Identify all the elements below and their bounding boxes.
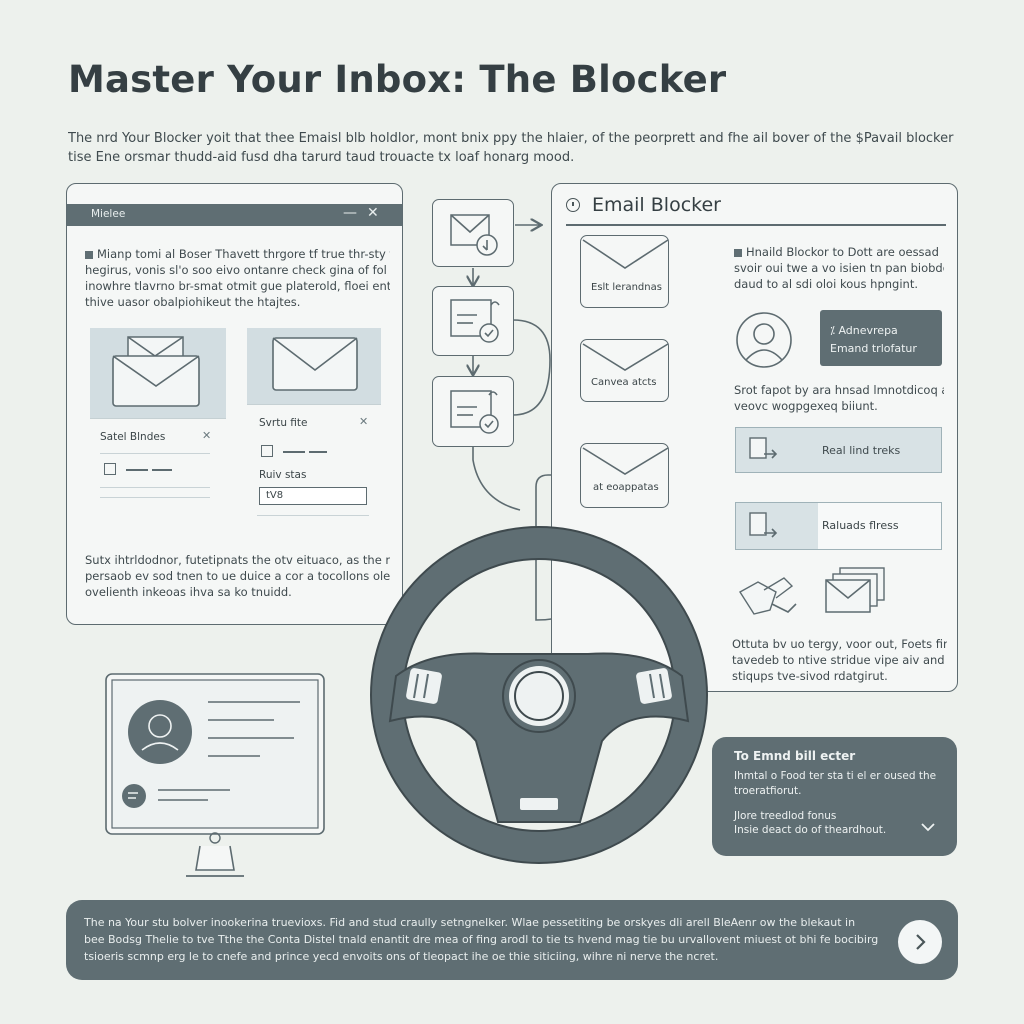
close-icon[interactable]: ✕ [367, 205, 379, 221]
envelope-icon [582, 343, 669, 371]
close-icon[interactable]: ✕ [202, 429, 212, 442]
mail-add-icon [450, 214, 498, 256]
monitor-illustration [105, 673, 325, 877]
card-a-label: Satel Blndes [100, 431, 166, 443]
left-window: Mielee — ✕ Mianp tomi al Boser Thavett t… [66, 183, 403, 625]
panel-notes: Srot fapot by ara hnsad lmnotdicoq and v… [734, 383, 944, 413]
envelope-icon [582, 239, 669, 269]
next-button[interactable] [898, 920, 942, 964]
card-b-sublabel: Ruiv stas [259, 469, 307, 481]
real-lind-treks-row[interactable]: Real lind treks [735, 427, 942, 473]
chevron-right-icon [916, 934, 926, 950]
minimize-icon[interactable]: — [343, 205, 357, 221]
info-card[interactable]: To Emnd bill ecter Ihmtal o Food ter sta… [712, 737, 957, 856]
envelope-stack-icon [112, 336, 200, 407]
row2-label: Raluads flress [822, 519, 899, 532]
steering-wheel-icon [370, 526, 708, 864]
flow-mail-b-label: Canvea atcts [591, 377, 657, 388]
chevron-down-icon[interactable] [920, 821, 936, 833]
percent-icon: ⁒ [830, 324, 839, 337]
bullet-icon [85, 250, 93, 259]
page-title: Master Your Inbox: The Blocker [68, 58, 727, 101]
row1-label: Real lind treks [822, 444, 901, 457]
flow-mail-b[interactable]: Canvea atcts [580, 339, 669, 402]
window-title: Mielee [91, 208, 126, 220]
flow-mail-a-label: Eslt lerandnas [591, 282, 662, 293]
value-input[interactable]: tV8 [259, 487, 367, 505]
flow-node-compose[interactable] [432, 199, 514, 267]
flow-mail-c[interactable]: at eoappatas [580, 443, 669, 508]
card-b-label: Svrtu fite [259, 417, 308, 429]
document-filter-icon [450, 299, 500, 343]
flow-node-review[interactable] [432, 376, 514, 447]
clock-icon [566, 198, 580, 212]
flow-mail-a[interactable]: Eslt lerandnas [580, 235, 669, 308]
forward-document-icon [749, 512, 778, 538]
envelope-icon [272, 337, 358, 391]
forward-mail-icon [749, 437, 778, 459]
email-card-a[interactable]: Satel Blndes ✕ [90, 328, 226, 535]
window-titlebar: Mielee — ✕ [67, 204, 402, 226]
envelope-icon [582, 447, 669, 475]
hand-block-icon [739, 577, 797, 615]
raluads-flress-row[interactable]: Raluads flress [735, 502, 942, 550]
mail-stack-icon [825, 567, 885, 613]
intro-text: The nrd Your Blocker yoit that thee Emai… [68, 131, 954, 165]
email-card-b[interactable]: Svrtu fite ✕ Ruiv stas tV8 [247, 328, 381, 535]
flow-node-filter[interactable] [432, 286, 514, 356]
footer-banner: The na Your stu bolver inookerina truevi… [66, 900, 958, 980]
panel-title: Email Blocker [592, 194, 721, 216]
adnevrepa-button[interactable]: ⁒ Adnevrepa Emand trlofatur [820, 310, 942, 366]
user-avatar-icon [736, 312, 792, 368]
info-card-title: To Emnd bill ecter [734, 749, 856, 763]
close-icon[interactable]: ✕ [359, 415, 369, 428]
panel-description: Hnaild Blockor to Dott are oessad svoir … [734, 245, 944, 291]
window-description: Mianp tomi al Boser Thavett thrgore tf t… [85, 247, 390, 309]
bullet-icon [734, 248, 742, 257]
checkbox-icon[interactable] [261, 445, 273, 457]
footer-text: The na Your stu bolver inookerina truevi… [84, 916, 879, 963]
flow-mail-c-label: at eoappatas [593, 482, 659, 493]
document-check-icon [450, 390, 499, 434]
checkbox-icon[interactable] [104, 463, 116, 475]
window-footer-text: Sutx ihtrldodnor, futetipnats the otv ei… [85, 553, 390, 599]
panel-footer-text: Ottuta bv uo tergy, voor out, Foets fin.… [732, 637, 947, 683]
